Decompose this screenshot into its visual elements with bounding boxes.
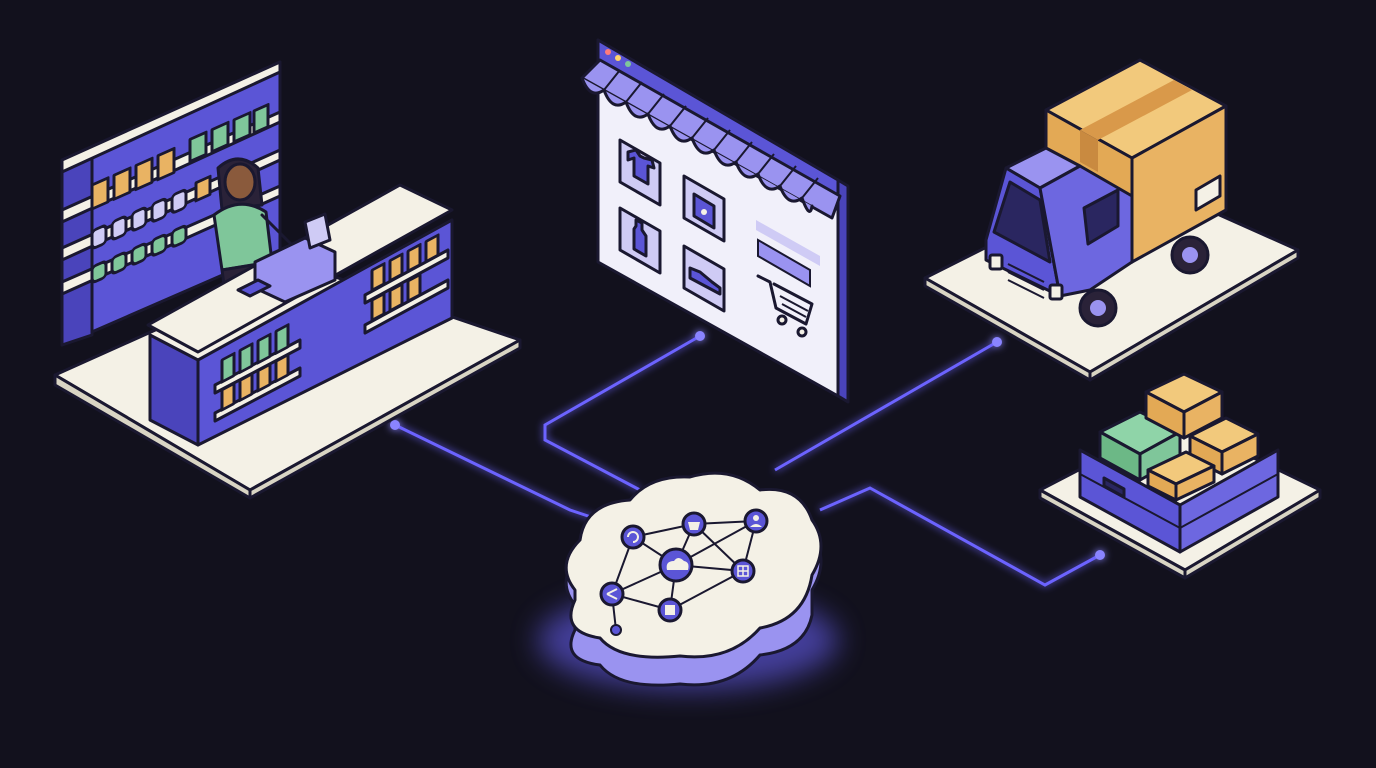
shoe-icon	[688, 266, 722, 296]
windshield	[992, 180, 1052, 264]
counter-products	[213, 233, 450, 423]
bottle-icon	[632, 218, 648, 258]
cart-icon[interactable]	[756, 274, 814, 338]
box-label	[1194, 174, 1222, 212]
online-store	[580, 38, 850, 404]
window-dot-max	[625, 61, 631, 67]
share-icon	[599, 581, 625, 607]
connector-web	[543, 334, 701, 492]
side-window	[1082, 188, 1120, 246]
awning	[580, 58, 842, 220]
connector-dot	[1095, 550, 1105, 560]
cloud-nodes	[599, 508, 769, 636]
warehouse-inventory	[1038, 372, 1322, 580]
connector-truck	[774, 340, 998, 472]
connector-dot	[390, 420, 400, 430]
tshirt-icon	[626, 148, 656, 186]
shelf-products	[90, 103, 270, 284]
window-dot-min	[615, 55, 621, 61]
headlight-left	[988, 253, 1004, 271]
product-grid[interactable]	[618, 138, 820, 338]
retail-store	[53, 60, 522, 500]
connector-dot	[992, 337, 1002, 347]
connector-store	[394, 423, 601, 522]
connector-dot	[695, 331, 705, 341]
shelf-top	[60, 60, 282, 174]
headlight-right	[1048, 283, 1064, 301]
delivery-truck	[923, 58, 1300, 382]
connector-warehouse	[819, 486, 1101, 587]
window-dot-close	[605, 49, 611, 55]
cloud-hub	[538, 471, 838, 690]
network-end-dot	[610, 624, 622, 636]
text-line	[756, 220, 820, 266]
refresh-icon	[620, 524, 646, 550]
buy-button	[757, 238, 811, 288]
